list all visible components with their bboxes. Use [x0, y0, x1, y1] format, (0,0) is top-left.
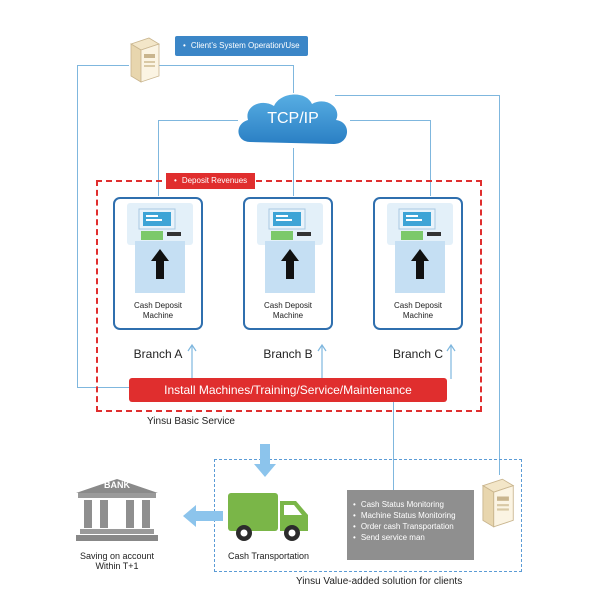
machine-c-label-line1: Cash Deposit: [393, 301, 443, 310]
monitoring-item: Cash Status Monitoring: [353, 499, 468, 510]
machine-a: Cash Deposit Machine: [113, 197, 203, 330]
monitoring-item: Send service man: [353, 532, 468, 543]
connector-server-left-horizontal: [77, 65, 129, 66]
client-system-tag: Client’s System Operation/Use: [175, 36, 308, 56]
connector-install-to-grey: [393, 402, 394, 490]
connector-cloud-to-a-v: [158, 120, 159, 196]
basic-service-frame: [96, 180, 482, 412]
bank-label: BANK: [104, 480, 130, 490]
machine-a-label: Cash Deposit Machine: [115, 301, 201, 321]
connector-server-right-horizontal: [158, 65, 293, 66]
branch-b-label: Branch B: [263, 347, 313, 361]
machine-b: Cash Deposit Machine: [243, 197, 333, 330]
machine-c: Cash Deposit Machine: [373, 197, 463, 330]
machine-b-label-line2: Machine: [272, 311, 304, 320]
saving-line2: Within T+1: [95, 561, 139, 571]
connector-cloud-to-c-h: [350, 120, 430, 121]
atm-icon: [257, 203, 323, 293]
atm-icon: [127, 203, 193, 293]
connector-cloud-to-c-v: [430, 120, 431, 196]
connector-cloud-to-a-h: [158, 120, 238, 121]
machine-b-label: Cash Deposit Machine: [245, 301, 331, 321]
client-system-label: Client’s System Operation/Use: [183, 41, 300, 50]
down-arrow-icon: [254, 444, 276, 477]
saving-line1: Saving on account: [79, 551, 155, 561]
branch-a-label: Branch A: [133, 347, 183, 361]
cloud-icon: [232, 88, 354, 150]
network-label: TCP/IP: [267, 110, 319, 127]
value-added-label: Yinsu Value-added solution for clients: [296, 576, 463, 587]
monitoring-item: Order cash Transportation: [353, 521, 468, 532]
server-icon: [478, 477, 516, 534]
install-service-bar: Install Machines/Training/Service/Mainte…: [129, 378, 447, 402]
machine-b-label-line1: Cash Deposit: [263, 301, 313, 310]
server-icon: [127, 36, 161, 89]
connector-cloud-to-b: [293, 148, 294, 196]
branch-c-label: Branch C: [392, 347, 444, 361]
machine-a-label-line1: Cash Deposit: [133, 301, 183, 310]
up-arrow-icon: [446, 343, 456, 379]
connector-server-to-cloud: [293, 65, 294, 93]
connector-cloud-right: [335, 95, 499, 96]
connector-server-left-vertical: [77, 65, 78, 387]
truck-icon: [228, 491, 310, 550]
left-arrow-icon: [183, 505, 223, 527]
up-arrow-icon: [317, 343, 327, 379]
transport-label: Cash Transportation: [228, 551, 310, 561]
deposit-revenues-label: Deposit Revenues: [174, 176, 247, 185]
connector-right-vertical: [499, 95, 500, 475]
up-arrow-icon: [187, 343, 197, 379]
saving-label: Saving on account Within T+1: [74, 551, 160, 571]
machine-a-label-line2: Machine: [142, 311, 174, 320]
bank-icon: [76, 479, 158, 546]
connector-left-to-install: [77, 387, 129, 388]
machine-c-label-line2: Machine: [402, 311, 434, 320]
monitoring-list: Cash Status Monitoring Machine Status Mo…: [347, 490, 474, 560]
deposit-revenues-tag: Deposit Revenues: [166, 173, 256, 189]
basic-service-label: Yinsu Basic Service: [147, 416, 235, 427]
atm-icon: [387, 203, 453, 293]
machine-c-label: Cash Deposit Machine: [375, 301, 461, 321]
monitoring-item: Machine Status Monitoring: [353, 510, 468, 521]
